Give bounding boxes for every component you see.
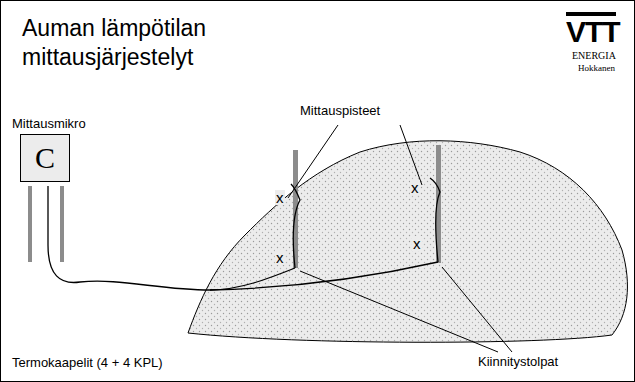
thermo-cable	[210, 262, 438, 290]
sensor-wire	[430, 178, 440, 262]
title: Auman lämpötilan mittausjärjestelyt	[22, 14, 322, 72]
measure-point: x	[410, 180, 420, 195]
leader-line	[400, 125, 422, 185]
computer-box: C	[20, 134, 70, 182]
sensor-wire	[291, 184, 300, 268]
leader-line	[442, 267, 512, 352]
logo-text: ENERGIA	[572, 50, 616, 62]
measure-point: x	[412, 236, 422, 251]
thermo-cable	[48, 186, 295, 290]
logo-mark: VTT	[566, 17, 620, 47]
label: Termokaapelit (4 + 4 KPL)	[12, 356, 163, 371]
logo-bar	[566, 12, 616, 16]
stand-leg	[60, 186, 64, 262]
stand-leg	[28, 186, 32, 262]
measure-point: x	[275, 190, 285, 205]
label: Mittauspisteet	[300, 104, 380, 119]
leader-line	[300, 271, 498, 352]
measure-point: x	[275, 250, 285, 265]
logo-text: Hokkanen	[578, 63, 615, 73]
computer-node: MittausmikroC	[12, 116, 86, 182]
leader-line	[288, 125, 338, 198]
node-heading: Mittausmikro	[12, 116, 86, 131]
label: Kiinnitystolpat	[478, 355, 558, 370]
pile-outline	[188, 141, 627, 343]
computer-letter: C	[35, 141, 55, 175]
